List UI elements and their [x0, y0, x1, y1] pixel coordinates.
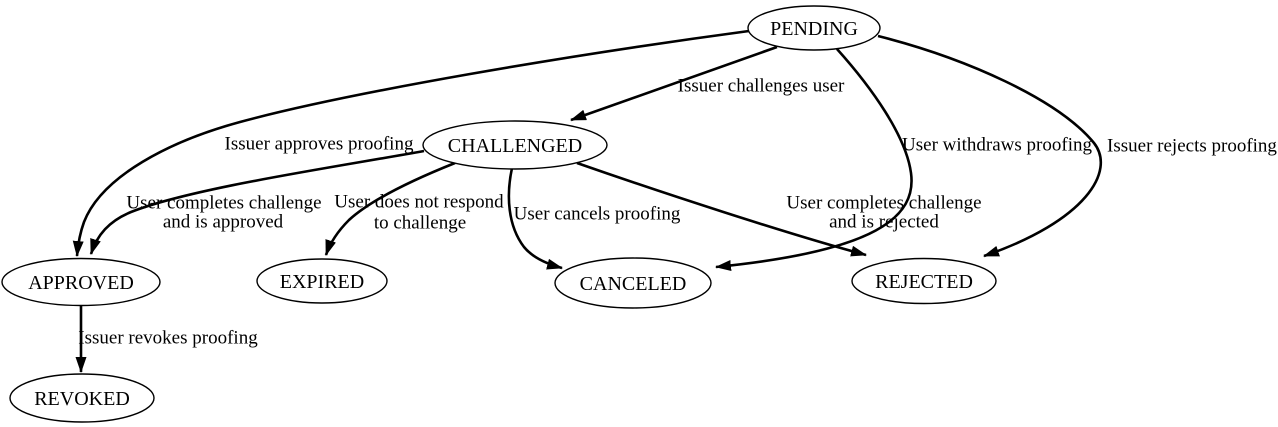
edge-pending-rejected: [877, 34, 1103, 258]
edge-challenged-canceled: [507, 167, 563, 270]
edge-label-user-completes-challenge-rejected-line2: and is rejected: [829, 212, 939, 233]
edge-label-user-withdraws-proofing: User withdraws proofing: [902, 135, 1092, 156]
edge-label-issuer-approves-proofing: Issuer approves proofing: [225, 134, 414, 155]
edge-pending-canceled: [715, 48, 913, 271]
node-challenged-label: CHALLENGED: [448, 135, 582, 157]
node-approved: APPROVED: [1, 257, 161, 307]
node-challenged: CHALLENGED: [422, 120, 608, 170]
node-canceled: CANCELED: [554, 257, 712, 309]
node-revoked-shape: [9, 373, 155, 423]
edge-pending-approved: [72, 29, 750, 257]
node-layer: PENDING CHALLENGED APPROVED EXPIRED CANC…: [1, 5, 997, 423]
edge-label-issuer-challenges-user: Issuer challenges user: [678, 76, 845, 97]
edge-label-user-completes-challenge-approved-line1: User completes challenge: [126, 193, 321, 214]
edge-challenged-approved: [89, 149, 425, 255]
node-rejected: REJECTED: [851, 257, 997, 305]
edge-label-issuer-rejects-proofing: Issuer rejects proofing: [1107, 136, 1277, 157]
edge-label-user-completes-challenge-rejected-line1: User completes challenge: [786, 193, 981, 214]
node-expired: EXPIRED: [256, 258, 388, 304]
edge-label-layer: Issuer challenges user Issuer approves p…: [78, 76, 1277, 349]
edge-layer: [72, 29, 1103, 373]
node-pending-shape: [747, 5, 881, 51]
node-approved-label: APPROVED: [28, 272, 134, 294]
node-revoked: REVOKED: [9, 373, 155, 423]
edge-label-user-completes-challenge-approved-line2: and is approved: [163, 212, 284, 233]
edge-label-issuer-revokes-proofing: Issuer revokes proofing: [78, 328, 258, 349]
edge-label-user-does-not-respond-line1: User does not respond: [334, 192, 504, 213]
node-pending: PENDING: [747, 5, 881, 51]
node-approved-shape: [1, 257, 161, 307]
node-rejected-shape: [851, 257, 997, 305]
edge-label-user-cancels-proofing: User cancels proofing: [514, 204, 681, 225]
node-expired-label: EXPIRED: [280, 271, 364, 293]
node-canceled-label: CANCELED: [580, 273, 687, 295]
node-challenged-shape: [422, 120, 608, 170]
edge-pending-challenged: [570, 45, 778, 122]
edge-challenged-rejected: [576, 161, 867, 257]
node-rejected-label: REJECTED: [875, 271, 973, 293]
node-canceled-shape: [554, 257, 712, 309]
node-expired-shape: [256, 258, 388, 304]
edge-challenged-expired: [324, 161, 456, 256]
node-revoked-label: REVOKED: [34, 388, 130, 410]
edge-label-user-does-not-respond-line2: to challenge: [374, 213, 466, 234]
node-pending-label: PENDING: [770, 18, 858, 40]
